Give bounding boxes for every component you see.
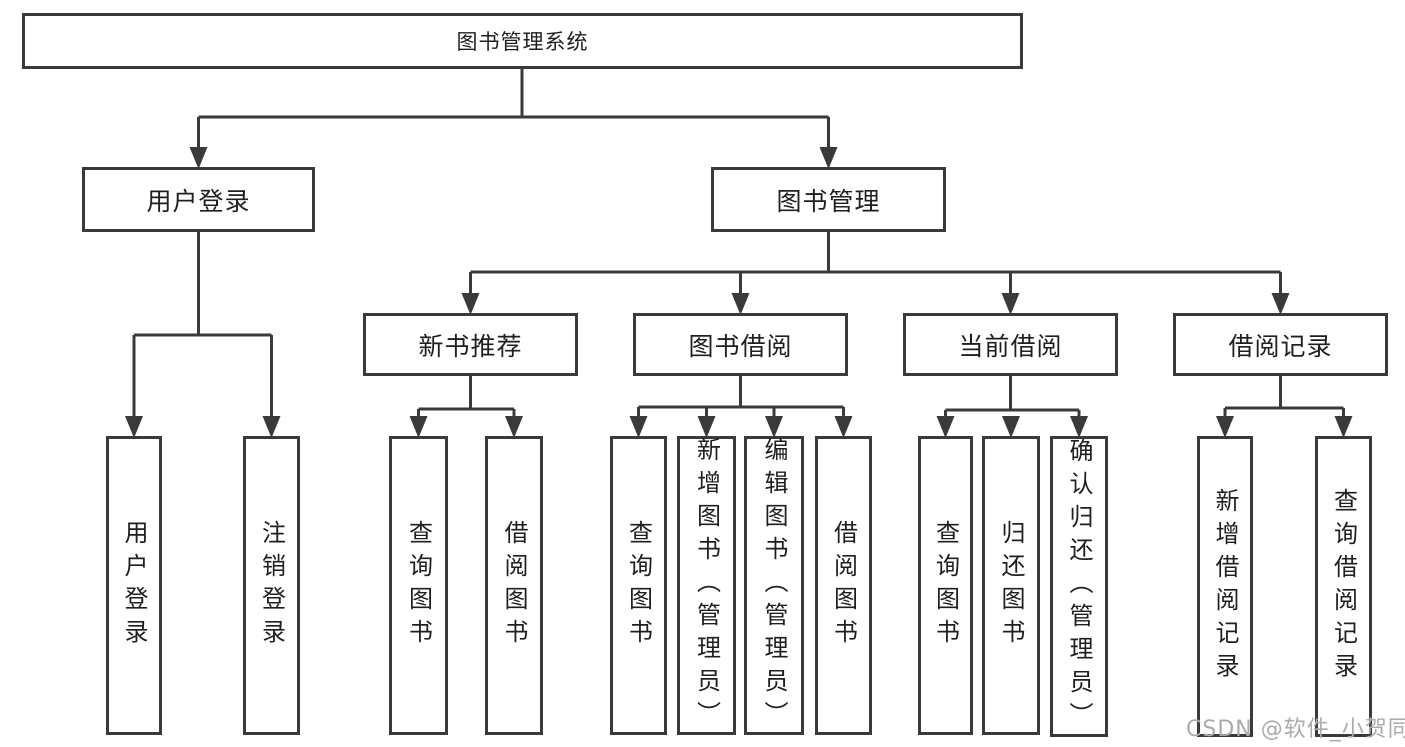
node-book-management-label: 图书管理: [776, 186, 881, 216]
node-new-book-recommend-label: 新书推荐: [418, 331, 523, 361]
node-new-book-recommend: 新书推荐: [363, 313, 578, 376]
leaf-logout: 注销登录: [243, 436, 300, 735]
leaf-user-login: 用户登录: [106, 436, 162, 735]
leaf-borrow-books-recommend: 借阅图书: [485, 436, 543, 735]
node-root-system: 图书管理系统: [22, 13, 1023, 69]
leaf-query-books-recommend: 查询图书: [389, 436, 448, 735]
leaf-add-books-admin: 新增图书（管理员）: [677, 436, 736, 735]
node-user-login-label: 用户登录: [146, 186, 251, 216]
node-user-login: 用户登录: [82, 167, 315, 232]
csdn-watermark: CSDN @软件_小贺同学: [1186, 717, 1405, 742]
leaf-confirm-return-admin: 确认归还（管理员）: [1050, 436, 1108, 737]
leaf-add-borrow-record: 新增借阅记录: [1197, 436, 1253, 737]
node-current-borrow-label: 当前借阅: [958, 331, 1063, 361]
node-book-borrow-label: 图书借阅: [688, 331, 793, 361]
node-root-label: 图书管理系统: [456, 30, 589, 54]
leaf-borrow-books: 借阅图书: [815, 436, 872, 735]
leaf-query-books-current: 查询图书: [918, 436, 973, 735]
node-book-borrow: 图书借阅: [633, 313, 848, 376]
leaf-query-borrow-record: 查询借阅记录: [1315, 436, 1372, 737]
leaf-return-books: 归还图书: [982, 436, 1040, 735]
node-book-management: 图书管理: [711, 167, 946, 232]
node-borrow-records-label: 借阅记录: [1228, 331, 1333, 361]
node-current-borrow: 当前借阅: [903, 313, 1118, 376]
node-borrow-records: 借阅记录: [1173, 313, 1388, 376]
leaf-edit-books-admin: 编辑图书（管理员）: [744, 436, 804, 735]
leaf-query-books-borrow: 查询图书: [610, 436, 667, 735]
